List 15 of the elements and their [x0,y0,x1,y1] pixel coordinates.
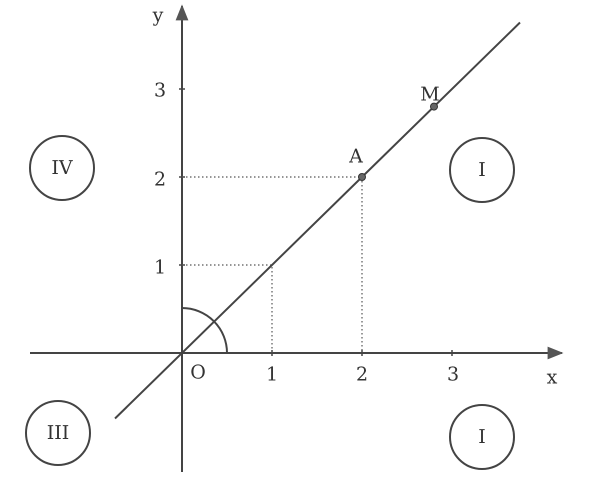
axis-label: A [349,148,363,166]
quadrant-circle: I [449,137,515,203]
axis-label: 3 [154,82,166,100]
axis-label: 1 [154,258,166,278]
axis-label: x [546,368,558,388]
axis-label: y [152,6,164,26]
quadrant-circle: IV [29,135,95,201]
axis-label: M [420,86,440,104]
axis-label: 2 [356,366,368,384]
axis-label: 1 [266,366,278,384]
axis-label: O [190,364,206,382]
quadrant-circle: I [449,404,515,470]
axis-label: 2 [154,170,166,190]
axis-label: 3 [446,366,460,384]
quadrant-circle: III [25,400,91,466]
